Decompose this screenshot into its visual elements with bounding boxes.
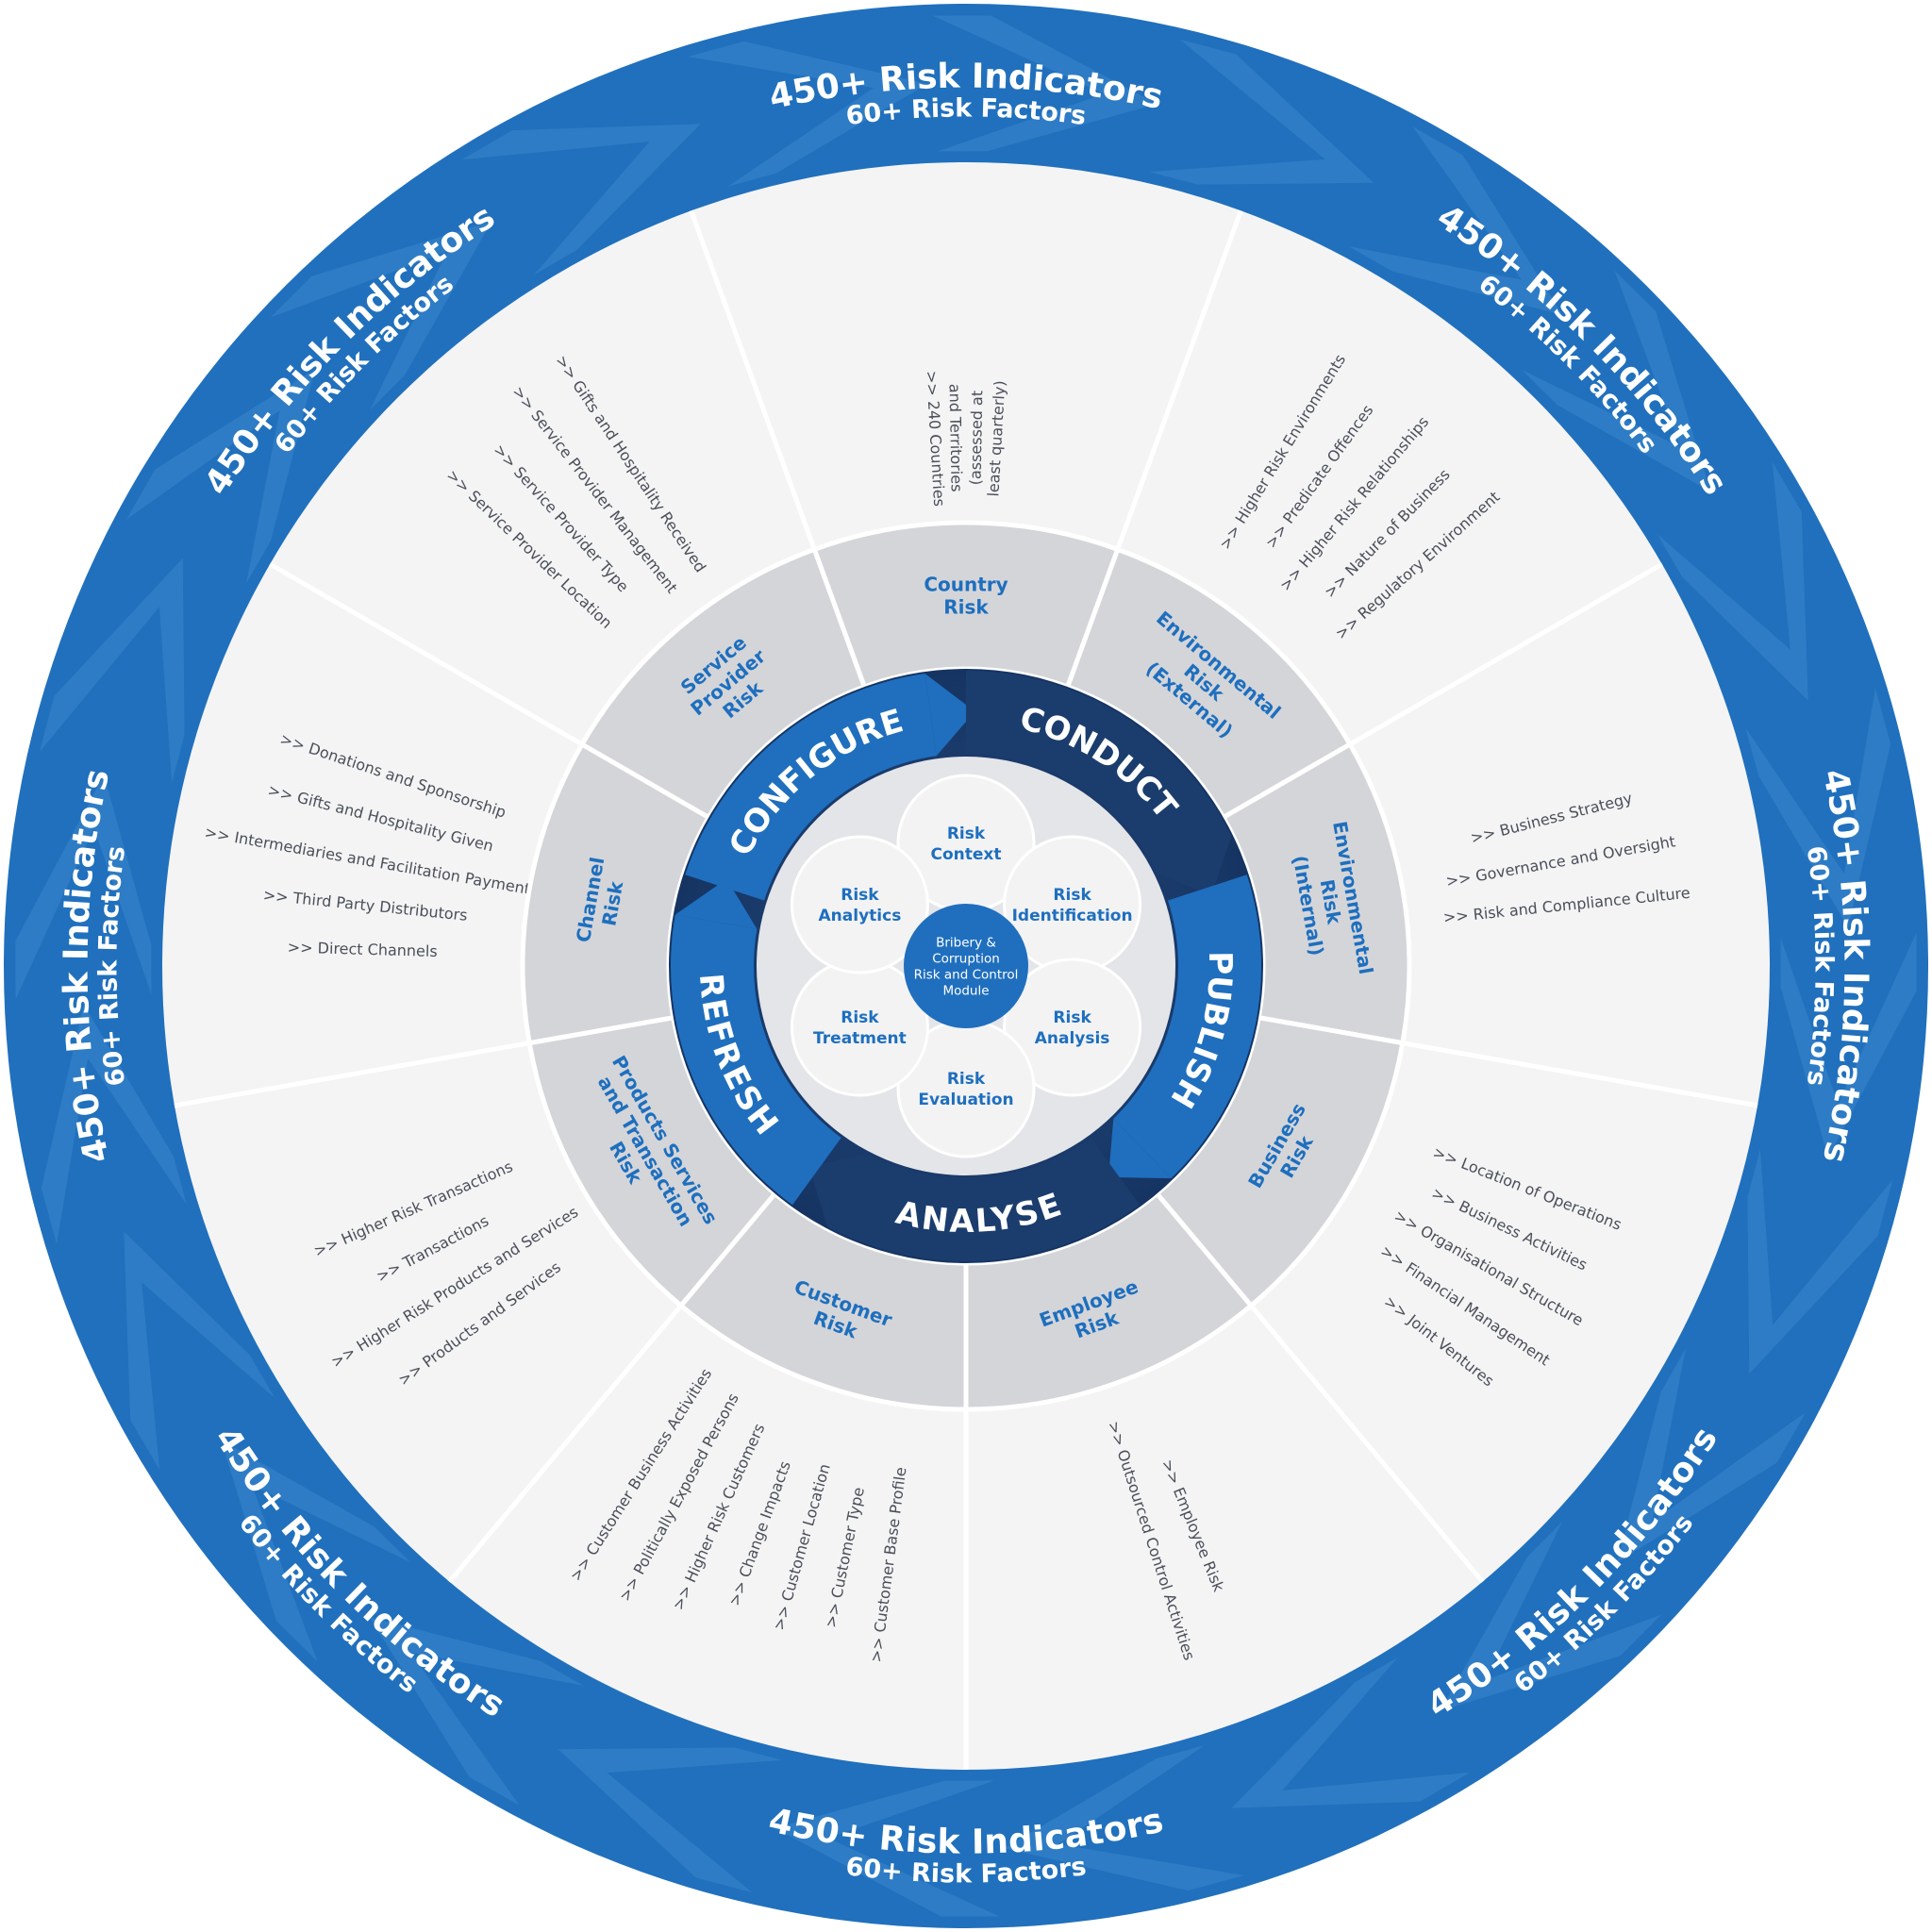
process-node-circle (790, 835, 929, 974)
center-hub (904, 904, 1028, 1028)
phase-arrow-head (924, 674, 975, 757)
process-node-circle (1003, 958, 1142, 1097)
band-chevron (15, 774, 152, 1000)
segment-divider (174, 1041, 530, 1108)
segment-item: >> Direct Channels (288, 939, 438, 960)
segment-divider (689, 209, 817, 551)
band-chevron (1440, 1522, 1662, 1711)
band-chevron (461, 124, 701, 275)
band-chevron (125, 369, 315, 584)
phase-arrow-head (808, 1153, 867, 1227)
band-chevron (39, 558, 185, 783)
band-chevron (124, 1231, 275, 1471)
band-chevron (1231, 1657, 1471, 1808)
band-chevron (1747, 1149, 1893, 1374)
segment-item: and Territories (946, 384, 966, 492)
band-chevron (1745, 688, 1891, 928)
phase-sector-0 (685, 674, 937, 901)
band-chevron (270, 221, 492, 410)
phase-arrow-head (1157, 836, 1232, 896)
band-chevron (688, 41, 928, 187)
band-chevron (1522, 270, 1711, 492)
band-chevron (1348, 125, 1563, 315)
band-chevron (221, 1440, 410, 1662)
band-chevron (774, 1780, 1000, 1917)
segment-divider (1348, 561, 1664, 747)
phase-sector-2 (1113, 874, 1261, 1179)
phase-sector-3 (827, 1138, 1140, 1261)
segment-item: (assessed at (966, 391, 986, 486)
band-chevrons (15, 15, 1917, 1917)
band-chevron (1617, 1348, 1807, 1563)
phase-sector-1 (966, 671, 1232, 874)
band-chevron (41, 1004, 187, 1244)
band-chevron (1004, 1745, 1244, 1891)
phase-arrow-head (675, 878, 758, 929)
segment-divider (1249, 1304, 1485, 1584)
band-chevron (369, 1617, 584, 1807)
band-chevron (1780, 932, 1917, 1158)
band-chevron (558, 1747, 783, 1893)
phase-sector-4 (671, 914, 841, 1206)
band-chevron (1657, 461, 1808, 701)
segment-divider (1115, 209, 1243, 551)
segment-divider (268, 561, 584, 747)
band-chevron (1149, 39, 1374, 185)
segment-divider (447, 1304, 683, 1584)
band-chevron (932, 15, 1158, 152)
phase-arrow-head (1108, 1118, 1172, 1179)
segment-divider (1402, 1041, 1758, 1108)
